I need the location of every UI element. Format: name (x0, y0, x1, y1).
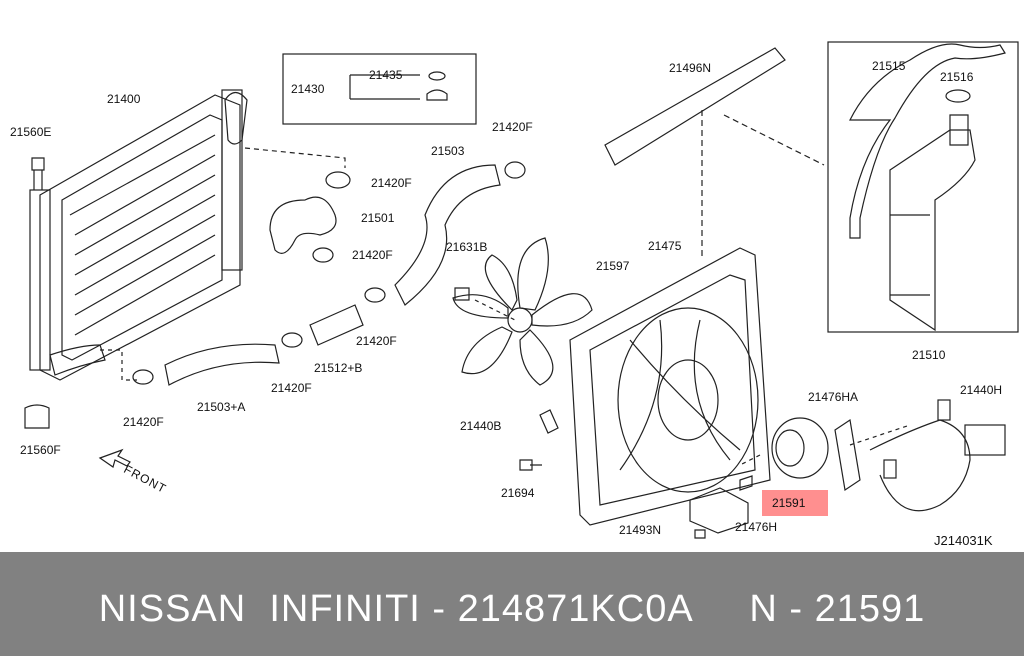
label-21496N: 21496N (669, 61, 712, 75)
label-21515: 21515 (872, 59, 906, 73)
label-21516: 21516 (940, 70, 974, 84)
highlighted-part-21591: 21591 (762, 490, 828, 516)
label-21420F-bottom: 21420F (123, 415, 164, 429)
fan-blade-drawing (452, 237, 593, 386)
label-21591: 21591 (772, 496, 806, 510)
label-21560F: 21560F (20, 443, 61, 457)
diagram-code: J214031K (934, 533, 993, 548)
label-21501: 21501 (361, 211, 395, 225)
label-21503A: 21503+A (197, 400, 246, 414)
label-21420F-upper-right: 21420F (492, 120, 533, 134)
label-21631B: 21631B (446, 240, 488, 254)
label-21440H: 21440H (960, 383, 1003, 397)
label-21560E: 21560E (10, 125, 52, 139)
label-21435: 21435 (369, 68, 403, 82)
parts-diagram: 21400 21560E 21560F 21430 21435 21420F 2… (10, 41, 1019, 548)
label-21493N: 21493N (619, 523, 662, 537)
label-21597: 21597 (596, 259, 630, 273)
footer-bar: NISSAN INFINITI - 214871KC0A N - 21591 (0, 552, 1024, 656)
label-21512B: 21512+B (314, 361, 363, 375)
label-21420F-pipe: 21420F (356, 334, 397, 348)
label-21476HA: 21476HA (808, 390, 859, 404)
label-21476H: 21476H (735, 520, 778, 534)
label-21475: 21475 (648, 239, 682, 253)
label-21420F-middle: 21420F (352, 248, 393, 262)
radiator-drawing (29, 89, 248, 381)
fan-shroud-drawing (569, 247, 771, 526)
label-21420F-top: 21420F (371, 176, 412, 190)
label-21430: 21430 (291, 82, 325, 96)
part-number-caption: NISSAN INFINITI - 214871KC0A N - 21591 (98, 588, 926, 630)
label-21440B: 21440B (460, 419, 502, 433)
diagram-drawing (24, 41, 1019, 539)
label-21510: 21510 (912, 348, 946, 362)
label-21503: 21503 (431, 144, 465, 158)
label-21694: 21694 (501, 486, 535, 500)
label-21400: 21400 (107, 92, 141, 106)
label-21420F-lower: 21420F (271, 381, 312, 395)
